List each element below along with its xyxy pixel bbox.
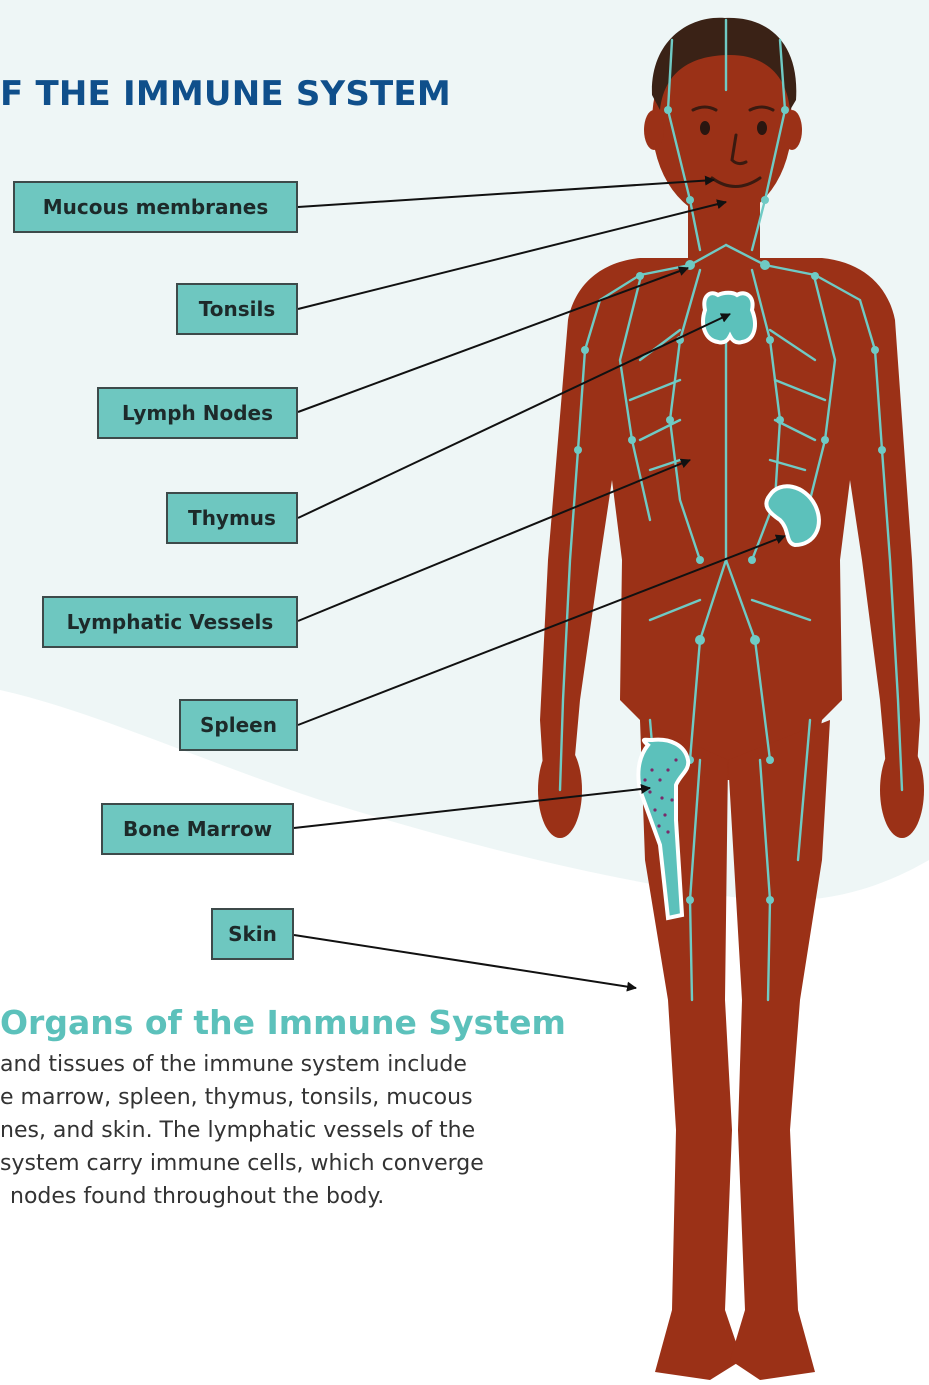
right-ear [782,110,802,150]
label-lymph-nodes: Lymph Nodes [97,387,298,439]
label-thymus: Thymus [166,492,298,544]
human-figure [538,26,924,1380]
body-text-line: nes, and skin. The lymphatic vessels of … [0,1118,475,1143]
body-text-line: system carry immune cells, which converg… [0,1151,484,1176]
body-text-line: e marrow, spleen, thymus, tonsils, mucou… [0,1085,473,1110]
body-text-line: and tissues of the immune system include [0,1052,467,1077]
arrow-mucous [298,180,714,207]
label-tonsils: Tonsils [176,283,298,335]
body-text-line: nodes found throughout the body. [10,1184,384,1209]
arrow-bone-marrow [294,788,650,828]
label-skin: Skin [211,908,294,960]
label-spleen: Spleen [179,699,298,751]
thymus [703,293,755,343]
section-heading: Organs of the Immune System [0,1003,566,1042]
arrow-skin [294,935,636,988]
label-bone-marrow: Bone Marrow [101,803,294,855]
torso [540,258,920,810]
label-lymphatic-vessels: Lymphatic Vessels [42,596,298,648]
left-ear [644,110,664,150]
label-mucous-membranes: Mucous membranes [13,181,298,233]
right-leg [728,720,830,1380]
